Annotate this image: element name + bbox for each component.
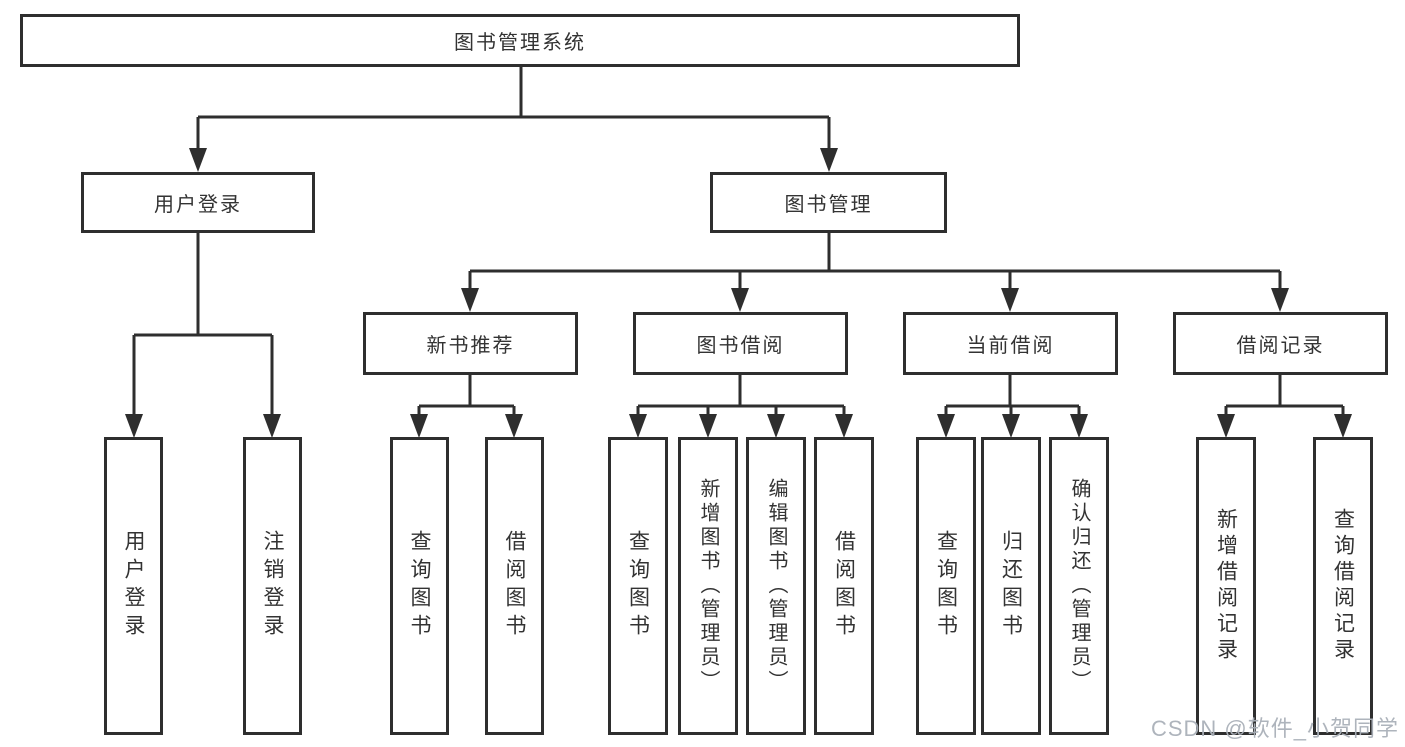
node-borrowing-records: 借阅记录 xyxy=(1173,312,1388,375)
leaf-br-add-record: 新增借阅记录 xyxy=(1196,437,1256,735)
leaf-cb-confirm-return-admin-label: 确认归还（管理员） xyxy=(1068,478,1090,694)
leaf-nb-borrow-book: 借阅图书 xyxy=(485,437,544,735)
leaf-user-login-label: 用户登录 xyxy=(122,530,145,642)
leaf-bb-edit-book-admin-label: 编辑图书（管理员） xyxy=(765,478,787,694)
leaf-nb-query-book: 查询图书 xyxy=(390,437,449,735)
leaf-br-add-record-label: 新增借阅记录 xyxy=(1214,508,1238,664)
node-new-book-recommend: 新书推荐 xyxy=(363,312,578,375)
leaf-bb-query-book-label: 查询图书 xyxy=(626,530,650,642)
node-root-label: 图书管理系统 xyxy=(454,32,586,54)
node-current-borrowing-label: 当前借阅 xyxy=(966,335,1055,357)
leaf-bb-query-book: 查询图书 xyxy=(608,437,668,735)
leaf-nb-borrow-book-label: 借阅图书 xyxy=(503,530,526,642)
leaf-br-query-record-label: 查询借阅记录 xyxy=(1331,508,1355,664)
leaf-bb-add-book-admin: 新增图书（管理员） xyxy=(678,437,738,735)
leaf-logout-label: 注销登录 xyxy=(261,530,284,642)
leaf-br-query-record: 查询借阅记录 xyxy=(1313,437,1373,735)
leaf-logout: 注销登录 xyxy=(243,437,302,735)
node-new-book-recommend-label: 新书推荐 xyxy=(426,335,515,357)
leaf-bb-borrow-book-label: 借阅图书 xyxy=(832,530,856,642)
leaf-nb-query-book-label: 查询图书 xyxy=(408,530,431,642)
node-book-management-label: 图书管理 xyxy=(784,194,873,216)
node-user-login-branch: 用户登录 xyxy=(81,172,315,233)
leaf-bb-add-book-admin-label: 新增图书（管理员） xyxy=(697,478,719,694)
node-root: 图书管理系统 xyxy=(20,14,1020,67)
leaf-bb-edit-book-admin: 编辑图书（管理员） xyxy=(746,437,806,735)
leaf-cb-return-book-label: 归还图书 xyxy=(999,530,1023,642)
node-user-login-branch-label: 用户登录 xyxy=(154,194,242,216)
node-book-borrowing: 图书借阅 xyxy=(633,312,848,375)
node-book-management: 图书管理 xyxy=(710,172,947,233)
leaf-cb-query-book: 查询图书 xyxy=(916,437,976,735)
watermark: CSDN @软件_小贺同学 xyxy=(1150,716,1399,741)
node-book-borrowing-label: 图书借阅 xyxy=(696,335,785,357)
leaf-bb-borrow-book: 借阅图书 xyxy=(814,437,874,735)
leaf-user-login: 用户登录 xyxy=(104,437,163,735)
leaf-cb-confirm-return-admin: 确认归还（管理员） xyxy=(1049,437,1109,735)
leaf-cb-return-book: 归还图书 xyxy=(981,437,1041,735)
leaf-cb-query-book-label: 查询图书 xyxy=(934,530,958,642)
node-current-borrowing: 当前借阅 xyxy=(903,312,1118,375)
node-borrowing-records-label: 借阅记录 xyxy=(1236,335,1325,357)
